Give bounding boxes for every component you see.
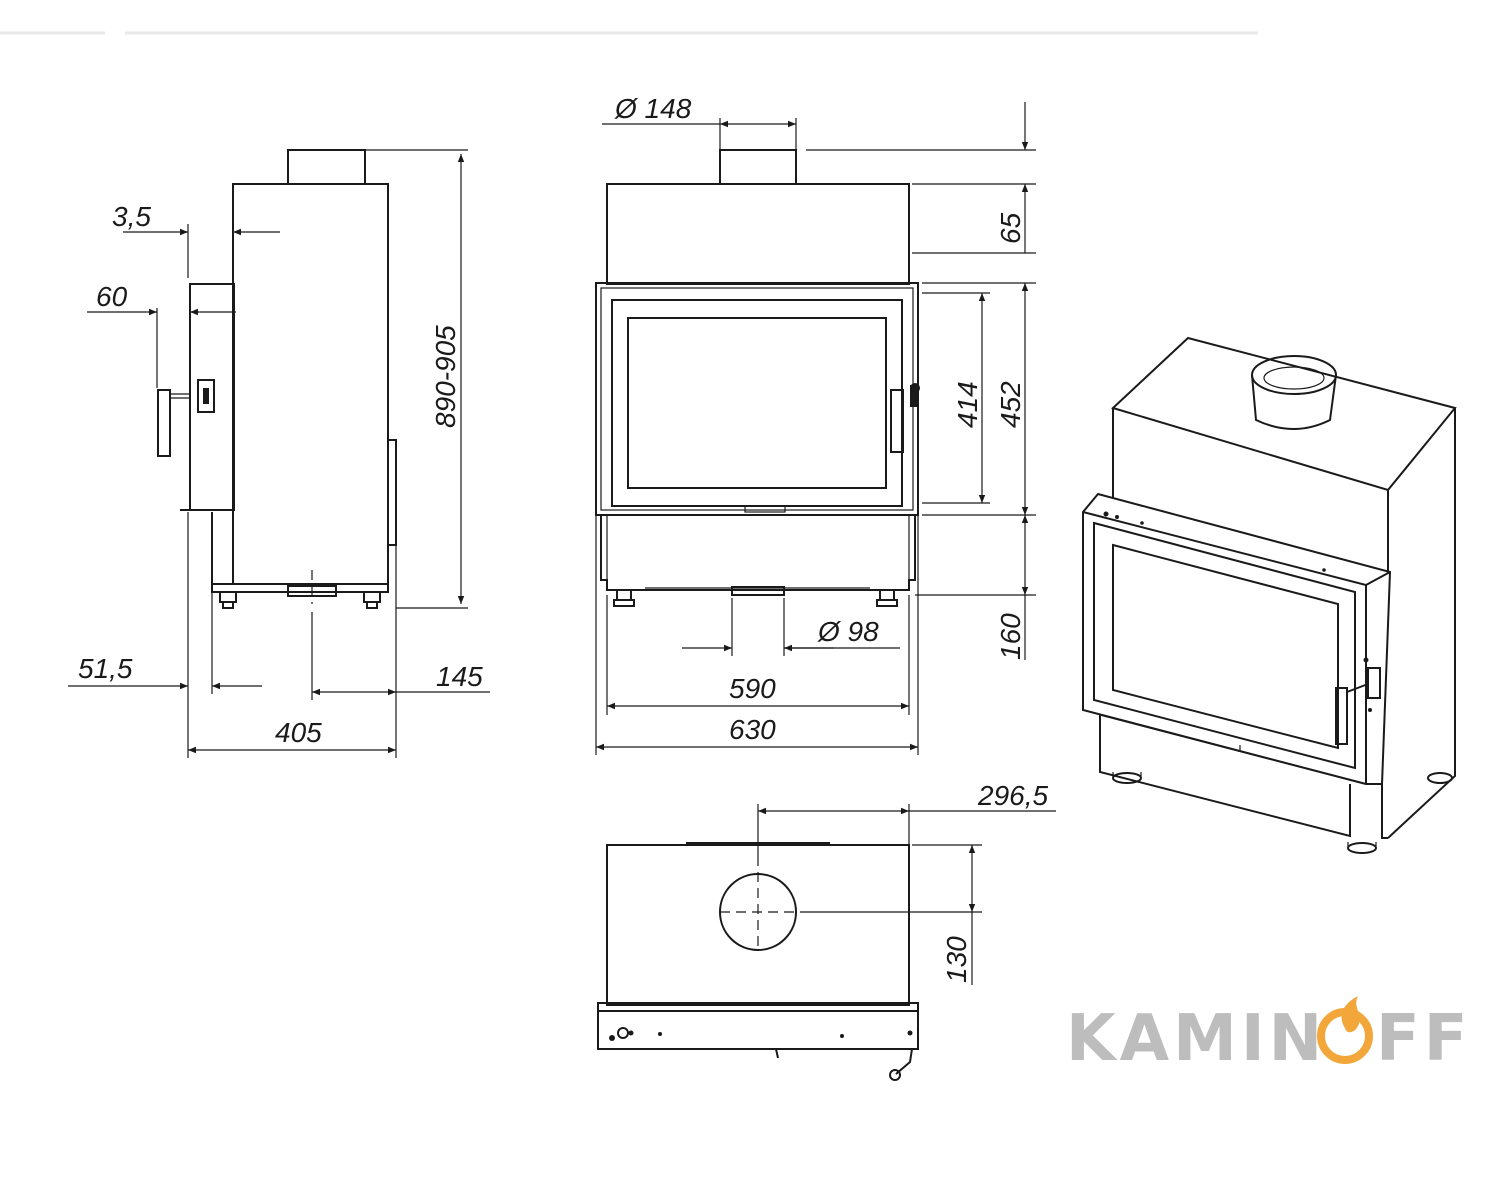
dim-side-890-905: 890-905 bbox=[430, 325, 461, 428]
dim-front-160: 160 bbox=[995, 613, 1026, 660]
side-flue-pipe bbox=[287, 149, 366, 185]
front-view: Ø 148 65 452 414 160 Ø 98 bbox=[595, 93, 1036, 755]
iso-foot-right bbox=[1427, 772, 1453, 784]
brand-text-ff: FF bbox=[1376, 1002, 1471, 1076]
iso-latch bbox=[1367, 667, 1381, 699]
dim-top-296-5: 296,5 bbox=[977, 780, 1048, 811]
dim-front-452: 452 bbox=[995, 381, 1026, 428]
iso-top-face bbox=[1111, 336, 1457, 492]
iso-glass-outer bbox=[1093, 521, 1356, 770]
dim-front-414: 414 bbox=[952, 381, 983, 428]
dim-side-3-5: 3,5 bbox=[112, 201, 151, 232]
side-door-frame bbox=[189, 283, 235, 511]
side-handle-arm bbox=[170, 393, 190, 399]
isometric-view bbox=[1082, 336, 1457, 854]
dim-front-flue-diameter: Ø 148 bbox=[614, 93, 692, 124]
front-glass-outer bbox=[611, 299, 903, 507]
side-body bbox=[232, 183, 389, 585]
front-lower-body bbox=[600, 515, 916, 591]
dim-front-air-diameter: Ø 98 bbox=[817, 616, 879, 647]
front-glass-inner bbox=[627, 317, 887, 489]
side-latch bbox=[197, 379, 215, 413]
dim-side-51-5: 51,5 bbox=[78, 653, 133, 684]
front-flue-pipe bbox=[719, 149, 797, 185]
iso-right-face bbox=[1387, 408, 1456, 839]
iso-glass-inner bbox=[1112, 543, 1339, 750]
top-handle-lever bbox=[895, 1048, 913, 1075]
dim-front-65: 65 bbox=[995, 212, 1026, 244]
brand-watermark: KAMIN FF bbox=[1066, 996, 1471, 1076]
iso-front-face bbox=[1112, 408, 1389, 572]
brand-flame-icon bbox=[1317, 996, 1373, 1064]
side-lower-panel bbox=[211, 512, 233, 585]
front-foot-right bbox=[879, 589, 895, 601]
iso-handle bbox=[1335, 687, 1348, 745]
side-handle bbox=[157, 389, 171, 457]
brand-text-kamin: KAMIN bbox=[1066, 1002, 1326, 1076]
side-rear-rail bbox=[387, 439, 397, 546]
side-foot-rear bbox=[363, 591, 381, 603]
top-door-front bbox=[597, 1010, 919, 1050]
iso-foot-front bbox=[1347, 842, 1377, 854]
dim-side-405: 405 bbox=[275, 717, 322, 748]
dim-side-145: 145 bbox=[436, 661, 483, 692]
side-base bbox=[211, 584, 389, 593]
front-foot-left bbox=[616, 589, 632, 601]
dim-front-590: 590 bbox=[729, 673, 776, 704]
front-upper-body bbox=[606, 183, 910, 285]
iso-door-frame bbox=[1082, 492, 1392, 785]
side-view: 3,5 60 890-905 51,5 145 405 bbox=[68, 149, 490, 758]
iso-lower-body bbox=[1099, 715, 1351, 838]
dim-side-60: 60 bbox=[96, 281, 128, 312]
side-foot-front bbox=[219, 591, 237, 603]
front-handle bbox=[890, 389, 904, 453]
dim-top-130: 130 bbox=[941, 936, 972, 983]
dim-front-630: 630 bbox=[729, 714, 776, 745]
front-air-inlet bbox=[731, 586, 785, 596]
top-view: 296,5 130 bbox=[597, 780, 1056, 1081]
